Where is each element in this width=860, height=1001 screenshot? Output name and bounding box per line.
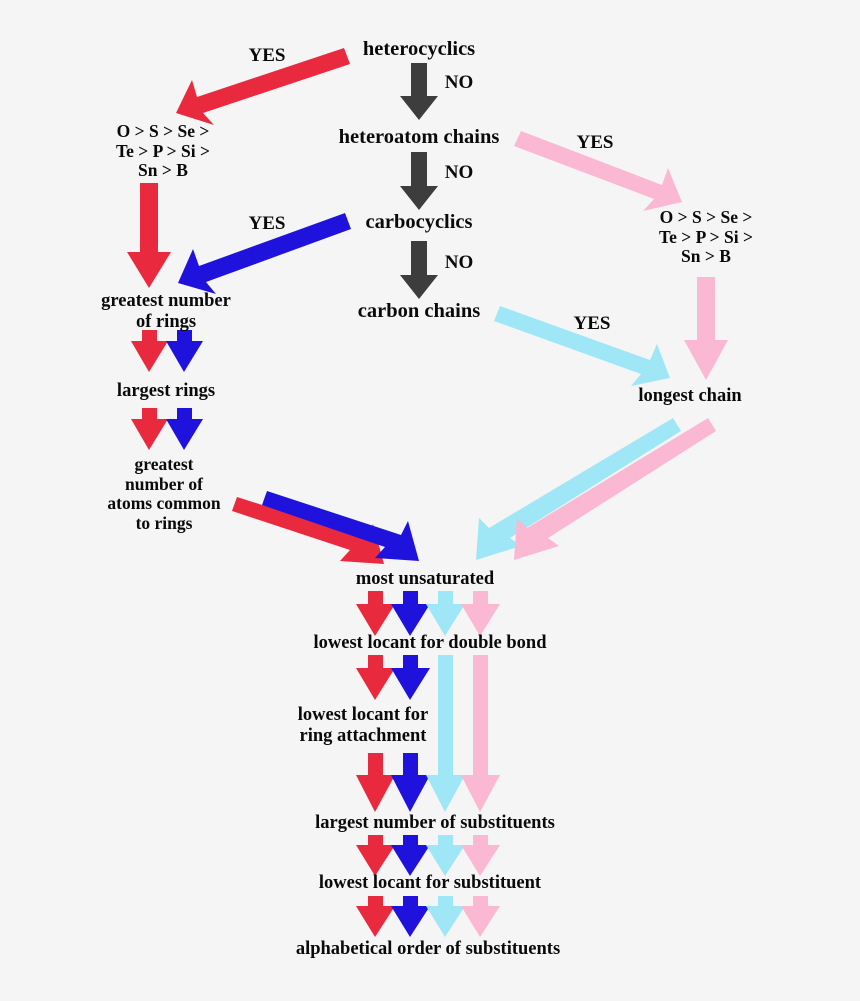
node-heteroatom-priority-left[interactable]: O > S > Se > Te > P > Si > Sn > B xyxy=(116,121,210,181)
arrow-row-lowest-locant-to-alphabetical xyxy=(356,896,500,937)
node-largest-rings[interactable]: largest rings xyxy=(116,381,216,401)
arrow-heteroatom-chains-to-carbocyclics-no xyxy=(400,152,438,210)
edge-label-yes-carbocyclics: YES xyxy=(248,213,286,234)
node-largest-number-substituents[interactable]: largest number of substituents xyxy=(315,813,555,833)
arrow-right-priority-to-longest-chain xyxy=(684,277,728,380)
node-heterocyclics[interactable]: heterocyclics xyxy=(362,38,476,60)
node-most-unsaturated[interactable]: most unsaturated xyxy=(355,569,495,589)
arrow-pair-rings-to-largest-rings xyxy=(131,330,203,372)
arrow-heterocyclics-to-heteroatom-chains-no xyxy=(400,63,438,120)
node-greatest-atoms-common[interactable]: greatest number of atoms common to rings xyxy=(107,454,221,533)
arrow-yes-heterocyclics xyxy=(176,48,350,125)
arrow-yes-carbon-chains xyxy=(494,306,670,386)
edge-label-yes-carbon-chains: YES xyxy=(573,313,611,334)
node-lowest-locant-double-bond[interactable]: lowest locant for double bond xyxy=(313,633,547,653)
arrow-left-priority-to-greatest-rings xyxy=(127,183,171,288)
node-carbocyclics[interactable]: carbocyclics xyxy=(365,211,473,233)
node-heteroatom-chains[interactable]: heteroatom chains xyxy=(338,126,500,148)
node-lowest-locant-ring-attachment[interactable]: lowest locant for ring attachment xyxy=(297,705,429,746)
arrow-row-unsaturated-to-double-bond xyxy=(356,591,500,636)
arrow-carbocyclics-to-carbon-chains-no xyxy=(400,241,438,299)
edge-label-no-heteroatom-chains: NO xyxy=(444,162,474,183)
arrow-red-to-most-unsaturated xyxy=(232,497,384,564)
arrow-yes-carbocyclics xyxy=(178,213,351,294)
node-heteroatom-priority-right[interactable]: O > S > Se > Te > P > Si > Sn > B xyxy=(659,207,753,267)
node-greatest-number-of-rings[interactable]: greatest number of rings xyxy=(101,291,231,332)
arrow-row-double-bond-to-ring-attachment xyxy=(356,655,488,775)
arrow-yes-heteroatom-chains xyxy=(514,131,682,211)
node-alphabetical-order[interactable]: alphabetical order of substituents xyxy=(295,939,561,959)
arrow-row-largest-substituents-to-lowest-locant xyxy=(356,835,500,876)
node-carbon-chains[interactable]: carbon chains xyxy=(357,300,481,322)
arrow-cyan-to-most-unsaturated xyxy=(476,418,681,560)
arrow-blue-to-most-unsaturated xyxy=(262,491,419,561)
edge-label-no-carbocyclics: NO xyxy=(444,252,474,273)
edge-label-yes-heterocyclics: YES xyxy=(248,45,286,66)
node-longest-chain[interactable]: longest chain xyxy=(638,386,742,406)
arrow-pair-largest-rings-to-atoms-common xyxy=(131,408,203,450)
edge-label-no-heterocyclics: NO xyxy=(444,72,474,93)
arrow-row-ring-attachment-to-largest-substituents xyxy=(356,753,500,812)
arrow-pink-to-most-unsaturated xyxy=(514,418,716,560)
edge-label-yes-heteroatom-chains: YES xyxy=(576,132,614,153)
node-lowest-locant-substituent[interactable]: lowest locant for substituent xyxy=(318,873,542,893)
